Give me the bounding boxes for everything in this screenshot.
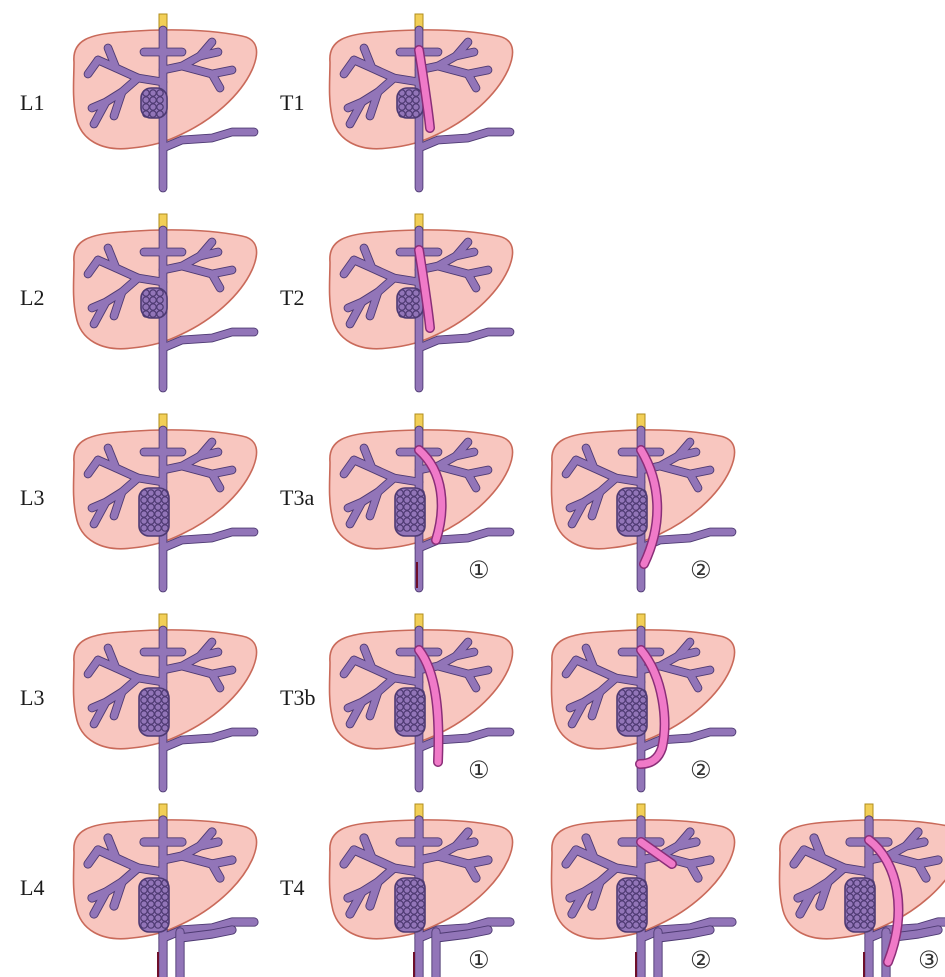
liver-panel-t3b-1: ① [330,614,513,788]
varix-cluster [395,878,425,932]
varix-cluster [617,488,647,536]
liver-panel-t4-2: ② [552,804,735,977]
step-number: ② [690,756,712,784]
varix-cluster [395,488,425,536]
liver-panel-t3b-2: ② [552,614,735,788]
liver-panel-t3a-1: ① [330,414,513,588]
varix-cluster [845,878,875,932]
varix-cluster [395,688,425,736]
varix-cluster [617,688,647,736]
step-number: ① [468,756,490,784]
varix-cluster [139,688,169,736]
liver-panel-l4 [74,804,257,977]
varix-cluster [397,288,423,318]
liver-panel-t1 [330,14,513,188]
step-number: ① [468,946,490,974]
step-number: ① [468,556,490,584]
liver-panel-t4-1: ① [330,804,513,977]
varix-cluster [141,288,167,318]
step-number: ② [690,946,712,974]
varix-cluster [617,878,647,932]
liver-panel-t2 [330,214,513,388]
varix-cluster [139,878,169,932]
varix-cluster [139,488,169,536]
step-number: ② [690,556,712,584]
varix-cluster [141,88,167,118]
varix-cluster [397,88,423,118]
liver-panel-l3 [74,414,257,588]
step-number: ③ [918,946,940,974]
liver-panel-t3a-2: ② [552,414,735,588]
liver-panel-l1 [74,14,257,188]
liver-panel-l2 [74,214,257,388]
liver-panel-l3b [74,614,257,788]
liver-panel-t4-3: ③ [780,804,945,977]
